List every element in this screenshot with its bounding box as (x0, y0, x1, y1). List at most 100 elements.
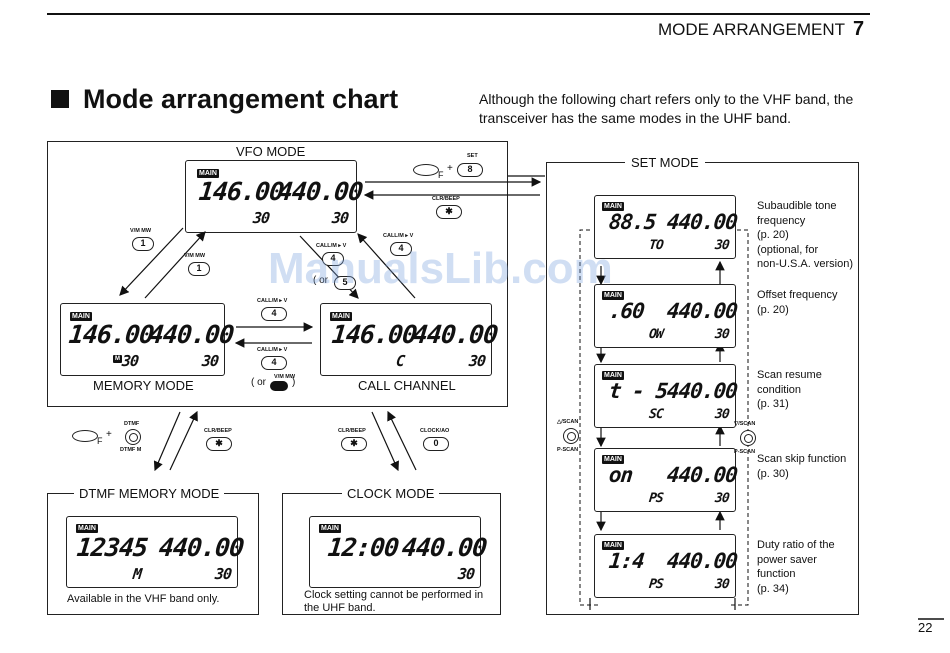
call-mv-key-3[interactable]: 4 (261, 307, 287, 321)
header-rule (47, 13, 870, 15)
p-scan-caption-2: P-SCAN (734, 449, 756, 455)
set-item-description: Scan skip function(p. 30) (757, 452, 846, 481)
set-item-freq-a: .60 (607, 299, 646, 323)
dtmf-display: MAIN 12345 440.00 M 30 (66, 516, 245, 588)
main-badge: MAIN (70, 312, 92, 321)
set-item-description-line: (p. 30) (757, 467, 789, 480)
set-item-sub-a: TO (648, 238, 664, 253)
set-item-description-line: function (757, 568, 796, 580)
up-scan-caption: △/SCAN (557, 419, 579, 425)
set-item-description-line: power saver (757, 553, 817, 566)
clock-freq-a: 12:00 (326, 533, 400, 562)
set-item-description-line: frequency (757, 214, 806, 227)
watermark: ManualsLib.com (268, 244, 613, 293)
set-item-sub-b: 30 (714, 327, 730, 342)
call-mv-key-2[interactable]: 4 (390, 242, 412, 256)
main-badge: MAIN (319, 524, 341, 533)
clr-beep-key-2[interactable]: ✱ (206, 437, 232, 451)
down-scan-caption: ▽/SCAN (734, 421, 756, 427)
set-item-freq-a: 1:4 (607, 549, 646, 573)
clock-sub-b: 30 (457, 565, 476, 583)
set-item-sub-b: 30 (714, 491, 730, 506)
call-key-5[interactable]: 5 (334, 276, 356, 290)
set-item-sub-b: 30 (714, 407, 730, 422)
clock-display: MAIN 12:00 440.00 30 (309, 516, 488, 588)
vm-mw-caption-2: V/M MW (184, 253, 206, 259)
set-item-description-line: Offset frequency (757, 289, 838, 301)
clr-beep-caption-3: CLR/BEEP (338, 428, 366, 434)
dtmf-caption: DTMF (124, 421, 140, 427)
plus-sign-2: + (106, 429, 112, 440)
set-item-freq-b: 440.00 (665, 379, 739, 403)
set-item-sub-a: PS (648, 491, 664, 506)
f-key-oval-2[interactable] (72, 430, 98, 442)
clock-note: Clock setting cannot be performed in the… (304, 589, 484, 614)
clr-beep-key-3[interactable]: ✱ (341, 437, 367, 451)
set-item-description-line: (optional, for (757, 243, 819, 256)
clr-beep-caption: CLR/BEEP (432, 196, 460, 202)
clock-key-0[interactable]: 0 (423, 437, 449, 451)
set-item-sub-b: 30 (714, 238, 730, 253)
f-label: F (438, 170, 444, 180)
heading-bullet (51, 90, 69, 108)
plus-sign: + (447, 163, 453, 174)
f-label-2: F (97, 436, 103, 446)
set-item-freq-b: 440.00 (665, 210, 739, 234)
memory-icon: M (113, 355, 122, 363)
dtmf-button[interactable] (125, 429, 141, 445)
clr-beep-caption-2: CLR/BEEP (204, 428, 232, 434)
set-item-freq-b: 440.00 (665, 299, 739, 323)
call-mv-caption-4: CALL/M ▸ V (257, 347, 288, 353)
set-item-description-line: Duty ratio of the (757, 539, 835, 551)
down-scan-button[interactable] (740, 430, 756, 446)
vm-mw-caption-3: V/M MW (274, 374, 296, 380)
call-channel-label: CALL CHANNEL (358, 378, 456, 393)
set-item-freq-b: 440.00 (665, 463, 739, 487)
page-number: 22 (918, 620, 933, 635)
or-vm-text: ( or (251, 377, 266, 388)
clr-beep-key[interactable]: ✱ (436, 205, 462, 219)
set-item-description-line: condition (757, 383, 802, 396)
call-mv-caption: CALL/M ▸ V (316, 243, 347, 249)
close-paren: ) (292, 377, 296, 388)
vm-mw-key-small[interactable] (270, 381, 288, 391)
main-badge: MAIN (602, 541, 624, 550)
dtmf-note: Available in the VHF band only. (67, 593, 220, 605)
main-badge: MAIN (330, 312, 352, 321)
main-badge: MAIN (602, 291, 624, 300)
section-title: MODE ARRANGEMENT (657, 20, 845, 39)
dtmf-sub-b: 30 (214, 565, 233, 583)
dtmf-sub-a: M (132, 565, 142, 583)
set-item-freq-b: 440.00 (665, 549, 739, 573)
set-mode-title: SET MODE (625, 155, 705, 170)
main-badge: MAIN (76, 524, 98, 533)
set-item-description-line: Scan resume (757, 369, 822, 381)
set-item-freq-a: t - 5 (607, 379, 669, 403)
vm-mw-key-2[interactable]: 1 (188, 262, 210, 276)
vm-mw-key[interactable]: 1 (132, 237, 154, 251)
main-modes-box (47, 141, 508, 407)
main-badge: MAIN (602, 202, 624, 211)
call-mv-caption-2: CALL/M ▸ V (383, 233, 414, 239)
set-item-sub-a: PS (648, 577, 664, 592)
set-item-sub-b: 30 (714, 577, 730, 592)
call-mv-key-4[interactable]: 4 (261, 356, 287, 370)
set-item-freq-a: on (607, 463, 634, 487)
f-key-oval[interactable] (413, 164, 439, 176)
up-scan-button[interactable] (563, 428, 579, 444)
vfo-display: MAIN 146.00 440.00 30 30 (185, 160, 364, 233)
memory-mode-label: MEMORY MODE (93, 378, 194, 393)
clock-mode-title: CLOCK MODE (342, 486, 440, 501)
p-scan-caption: P-SCAN (557, 447, 579, 453)
dtmf-mode-title: DTMF MEMORY MODE (74, 486, 225, 501)
set-key-8[interactable]: 8 (457, 163, 483, 177)
set-item-description-line: Subaudible tone (757, 200, 837, 212)
call-mv-key[interactable]: 4 (322, 252, 344, 266)
